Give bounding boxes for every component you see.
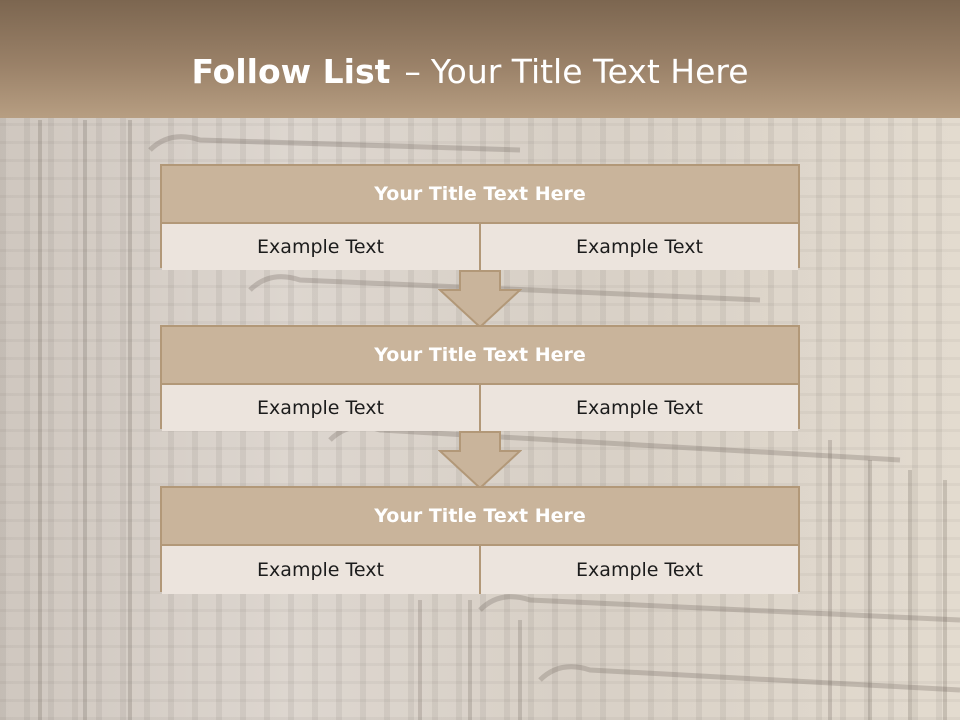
follow-box-1: Your Title Text Here Example Text Exampl…: [160, 164, 800, 270]
box-cell-right: Example Text: [479, 385, 798, 431]
box-cell-left: Example Text: [257, 397, 384, 419]
title-bar: Follow List–Your Title Text Here: [0, 0, 960, 118]
title-dash: –: [404, 52, 421, 91]
box-row: Example Text Example Text: [162, 385, 798, 431]
box-row: Example Text Example Text: [162, 224, 798, 270]
box-row: Example Text Example Text: [162, 546, 798, 594]
box-cell-right: Example Text: [479, 224, 798, 270]
title-rest: Your Title Text Here: [430, 52, 749, 91]
box-cell-right: Example Text: [479, 546, 798, 594]
box-cell-left: Example Text: [257, 559, 384, 581]
follow-box-3: Your Title Text Here Example Text Exampl…: [160, 486, 800, 594]
slide-title: Follow List–Your Title Text Here: [0, 52, 940, 91]
box-title: Your Title Text Here: [162, 327, 798, 385]
down-arrow-icon: [438, 431, 522, 489]
title-bold-part: Follow List: [191, 52, 391, 91]
box-cell-left: Example Text: [257, 236, 384, 258]
down-arrow-icon: [438, 270, 522, 328]
follow-box-2: Your Title Text Here Example Text Exampl…: [160, 325, 800, 431]
box-title: Your Title Text Here: [162, 166, 798, 224]
box-title: Your Title Text Here: [162, 488, 798, 546]
